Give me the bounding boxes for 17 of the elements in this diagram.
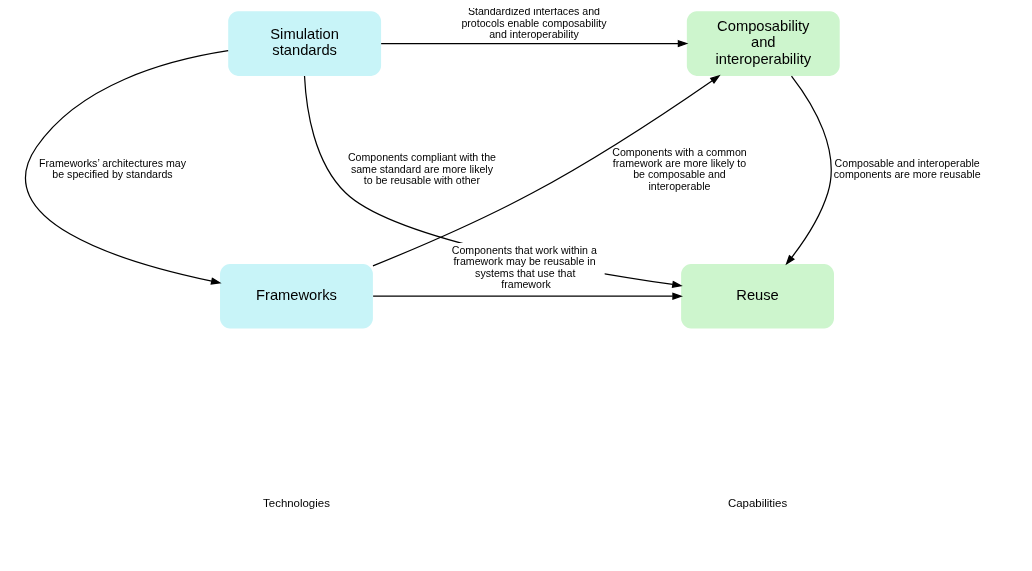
arrow [785, 75, 832, 266]
label: Capabilities [727, 496, 788, 509]
arrow [372, 74, 721, 267]
edge-label: Frameworks’ architectures may be specified by standards [39, 156, 187, 181]
node-box: Frameworks [220, 263, 373, 329]
arrow [372, 292, 683, 300]
edge-label: Standardized interfaces and protocols enable composability and interoperability [461, 5, 607, 41]
edge-label: Composable and interoperable components are more reusable [833, 156, 981, 181]
node-box: Reuse [681, 263, 834, 329]
edge-label: Components compliant with the same standard are more likely to be reusable with other [347, 151, 496, 187]
edge-label: Components with a common framework are more likely to be composable and interoperable [612, 145, 747, 192]
node-box: Simulation standards [228, 11, 382, 76]
node-box: Composability and interoperability [686, 11, 840, 76]
label: Technologies [263, 496, 330, 509]
arrow [24, 50, 229, 285]
arrow [380, 39, 689, 48]
edge-label: Components that work within a framework may be reusable in systems that use that framework [451, 244, 597, 291]
